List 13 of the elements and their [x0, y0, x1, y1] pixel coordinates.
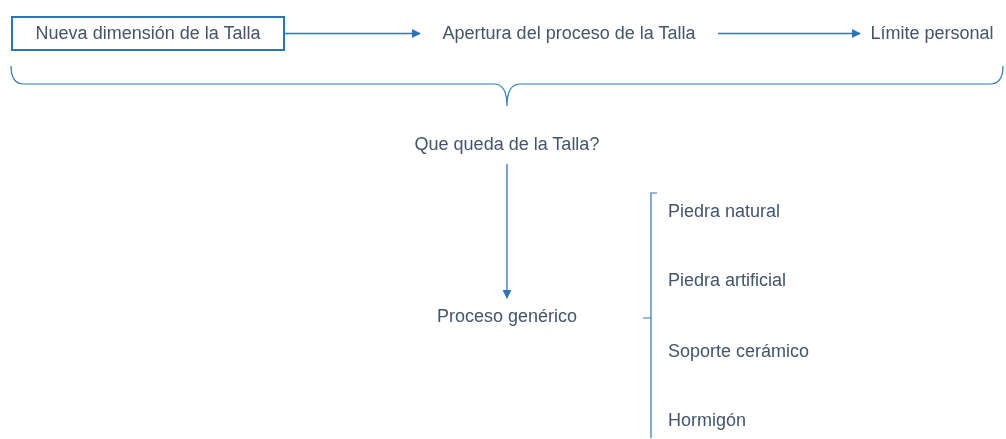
- arrow: [284, 29, 421, 38]
- node-text: Nueva dimensión de la Talla: [35, 23, 261, 44]
- node-text: Que queda de la Talla?: [414, 133, 600, 155]
- list-item-text: Hormigón: [668, 409, 747, 431]
- list-item-text: Piedra natural: [668, 200, 781, 222]
- node-text: Proceso genérico: [436, 305, 578, 327]
- text-box: [11, 16, 285, 51]
- list-item-text: Piedra artificial: [668, 269, 787, 291]
- arrow: [717, 29, 861, 38]
- list-item-text: Soporte cerámico: [668, 340, 810, 362]
- arrow: [502, 163, 512, 299]
- node-text: Apertura del proceso de la Talla: [442, 23, 696, 44]
- node-text: Límite personal: [870, 23, 994, 44]
